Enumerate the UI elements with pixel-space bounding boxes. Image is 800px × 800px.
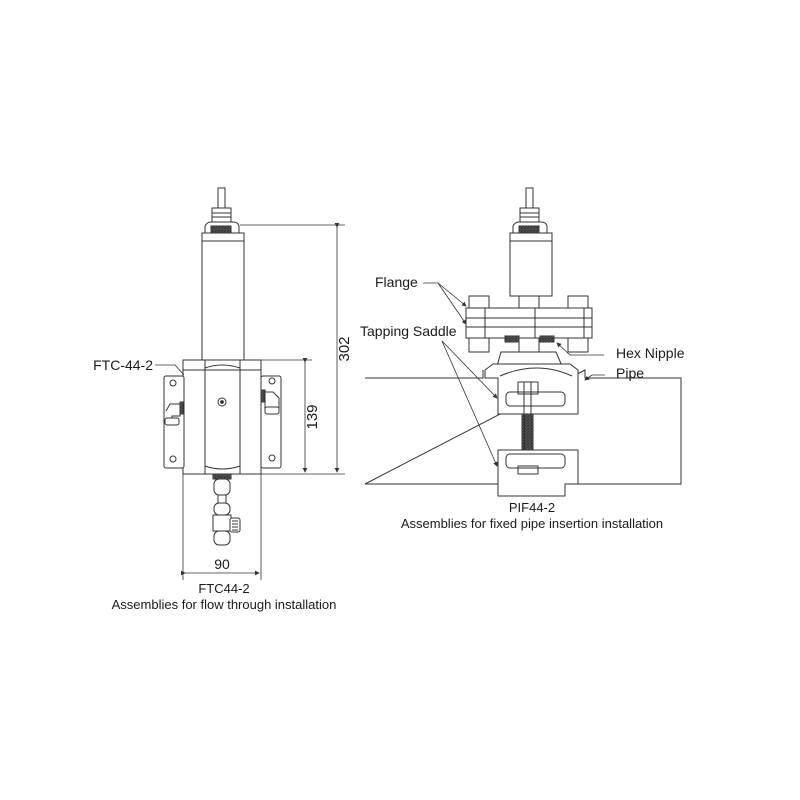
dim-90-label: 90 bbox=[214, 556, 230, 572]
ftc44-2-assembly bbox=[155, 187, 345, 580]
dimension-lines bbox=[181, 223, 345, 580]
pipe-label: Pipe bbox=[616, 365, 644, 381]
hex-nipple-label: Hex Nipple bbox=[616, 345, 685, 361]
dim-302-label: 302 bbox=[336, 336, 353, 361]
ftc-model-label: FTC44-2 bbox=[198, 581, 249, 596]
ftc-caption: Assemblies for flow through installation bbox=[112, 597, 337, 612]
dim-139-label: 139 bbox=[304, 404, 321, 429]
flange-label: Flange bbox=[375, 274, 418, 290]
tapping-saddle-label: Tapping Saddle bbox=[360, 323, 457, 339]
pif44-2-assembly bbox=[364, 187, 682, 497]
pif-model-label: PIF44-2 bbox=[509, 500, 555, 515]
ftc-callout-label: FTC-44-2 bbox=[93, 357, 153, 373]
pif-caption: Assemblies for fixed pipe insertion inst… bbox=[401, 516, 663, 531]
